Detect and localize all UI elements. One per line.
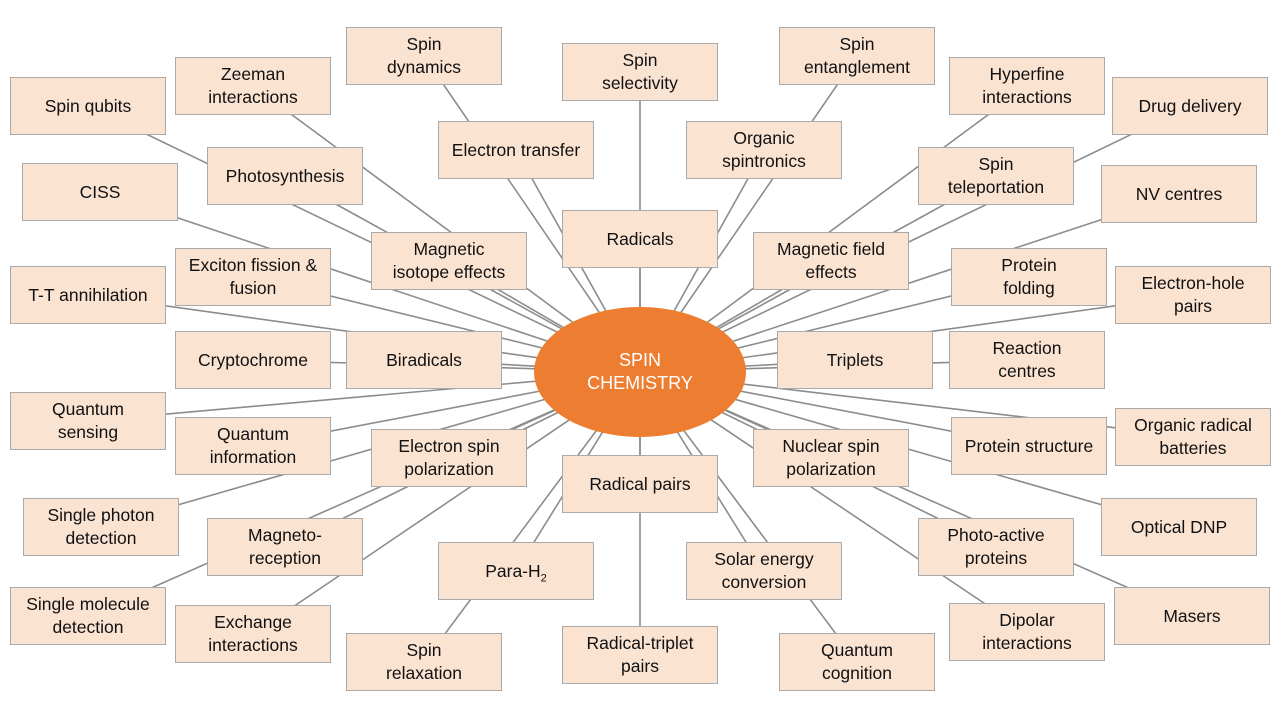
center-label: SPIN CHEMISTRY bbox=[587, 350, 693, 393]
topic-spin-entanglement: Spin entanglement bbox=[779, 27, 935, 85]
topic-organic-spintronics: Organic spintronics bbox=[686, 121, 842, 179]
topic-label: Spin selectivity bbox=[602, 50, 678, 93]
topic-nv-centres: NV centres bbox=[1101, 165, 1257, 223]
topic-spin-relaxation: Spin relaxation bbox=[346, 633, 502, 691]
topic-magnetic-isotope-effects: Magnetic isotope effects bbox=[371, 232, 527, 290]
topic-label: Quantum cognition bbox=[821, 640, 893, 683]
topic-label: Optical DNP bbox=[1130, 516, 1228, 537]
topic-magnetic-field-effects: Magnetic field effects bbox=[753, 232, 909, 290]
topic-label: Spin entanglement bbox=[803, 34, 911, 77]
topic-label-subscript: 2 bbox=[540, 572, 547, 584]
topic-biradicals: Biradicals bbox=[346, 331, 502, 389]
topic-protein-structure: Protein structure bbox=[951, 417, 1107, 475]
topic-label: Organic spintronics bbox=[722, 128, 806, 171]
topic-label: Quantum information bbox=[209, 424, 297, 467]
topic-spin-qubits: Spin qubits bbox=[10, 77, 166, 135]
topic-label: Organic radical batteries bbox=[1134, 415, 1252, 458]
topic-organic-radical-batteries: Organic radical batteries bbox=[1115, 408, 1271, 466]
topic-label: Para-H2 bbox=[485, 560, 547, 584]
topic-protein-folding: Protein folding bbox=[951, 248, 1107, 306]
topic-cryptochrome: Cryptochrome bbox=[175, 331, 331, 389]
topic-nuclear-spin-polarization: Nuclear spin polarization bbox=[753, 429, 909, 487]
connector-masers bbox=[639, 371, 1193, 617]
topic-label: Electron-hole pairs bbox=[1141, 273, 1245, 316]
topic-label: CISS bbox=[79, 181, 121, 202]
topic-spin-teleportation: Spin teleportation bbox=[918, 147, 1074, 205]
topic-label: Drug delivery bbox=[1138, 95, 1242, 116]
topic-label: Electron transfer bbox=[451, 139, 581, 160]
topic-label: Electron spin polarization bbox=[398, 436, 500, 479]
topic-label: NV centres bbox=[1135, 183, 1223, 204]
topic-label: Dipolar interactions bbox=[982, 610, 1072, 653]
topic-single-molecule-detection: Single molecule detection bbox=[10, 587, 166, 645]
topic-radical-triplet-pairs: Radical-triplet pairs bbox=[562, 626, 718, 684]
topic-solar-energy-conversion: Solar energy conversion bbox=[686, 542, 842, 600]
topic-label: T-T annihilation bbox=[28, 284, 148, 305]
topic-label: Radicals bbox=[606, 228, 674, 249]
topic-ciss: CISS bbox=[22, 163, 178, 221]
topic-label: Radical pairs bbox=[589, 473, 691, 494]
topic-label: Triplets bbox=[826, 349, 884, 370]
topic-zeeman-interactions: Zeeman interactions bbox=[175, 57, 331, 115]
topic-drug-delivery: Drug delivery bbox=[1112, 77, 1268, 135]
topic-label: Solar energy conversion bbox=[714, 549, 814, 592]
topic-electron-spin-polarization: Electron spin polarization bbox=[371, 429, 527, 487]
topic-label: Zeeman interactions bbox=[208, 64, 298, 107]
topic-quantum-sensing: Quantum sensing bbox=[10, 392, 166, 450]
topic-quantum-cognition: Quantum cognition bbox=[779, 633, 935, 691]
topic-label: Cryptochrome bbox=[198, 349, 308, 370]
connector-single-molecule-detection bbox=[87, 371, 641, 617]
topic-single-photon-detection: Single photon detection bbox=[23, 498, 179, 556]
connector-drug-delivery bbox=[639, 105, 1191, 373]
topic-photo-active-proteins: Photo-active proteins bbox=[918, 518, 1074, 576]
topic-label: Hyperfine interactions bbox=[982, 64, 1072, 107]
topic-label: Magneto- reception bbox=[248, 525, 322, 568]
topic-triplets: Triplets bbox=[777, 331, 933, 389]
topic-label: Photo-active proteins bbox=[947, 525, 1045, 568]
topic-spin-dynamics: Spin dynamics bbox=[346, 27, 502, 85]
topic-hyperfine-interactions: Hyperfine interactions bbox=[949, 57, 1105, 115]
topic-photosynthesis: Photosynthesis bbox=[207, 147, 363, 205]
topic-t-t-annihilation: T-T annihilation bbox=[10, 266, 166, 324]
connector-spin-qubits bbox=[87, 105, 641, 373]
topic-para-h2: Para-H2 bbox=[438, 542, 594, 600]
topic-label: Protein folding bbox=[1001, 255, 1057, 298]
topic-exchange-interactions: Exchange interactions bbox=[175, 605, 331, 663]
topic-masers: Masers bbox=[1114, 587, 1270, 645]
topic-electron-hole-pairs: Electron-hole pairs bbox=[1115, 266, 1271, 324]
topic-label: Reaction centres bbox=[992, 338, 1062, 381]
topic-label: Magnetic field effects bbox=[777, 239, 885, 282]
topic-magnetoreception: Magneto- reception bbox=[207, 518, 363, 576]
topic-optical-dnp: Optical DNP bbox=[1101, 498, 1257, 556]
topic-electron-transfer: Electron transfer bbox=[438, 121, 594, 179]
topic-reaction-centres: Reaction centres bbox=[949, 331, 1105, 389]
topic-label: Protein structure bbox=[964, 435, 1094, 456]
topic-label: Single molecule detection bbox=[26, 594, 150, 637]
topic-label: Quantum sensing bbox=[52, 399, 124, 442]
topic-label: Exciton fission & fusion bbox=[188, 255, 318, 298]
topic-label: Nuclear spin polarization bbox=[782, 436, 880, 479]
topic-label: Spin relaxation bbox=[386, 640, 462, 683]
topic-label: Photosynthesis bbox=[225, 165, 345, 186]
topic-label: Biradicals bbox=[386, 349, 462, 370]
topic-label: Spin teleportation bbox=[947, 154, 1045, 197]
topic-radical-pairs: Radical pairs bbox=[562, 455, 718, 513]
topic-radicals: Radicals bbox=[562, 210, 718, 268]
topic-label: Spin qubits bbox=[44, 95, 132, 116]
topic-spin-selectivity: Spin selectivity bbox=[562, 43, 718, 101]
topic-dipolar-interactions: Dipolar interactions bbox=[949, 603, 1105, 661]
topic-label: Exchange interactions bbox=[208, 612, 298, 655]
center-node: SPIN CHEMISTRY bbox=[534, 307, 746, 437]
topic-label: Single photon detection bbox=[47, 505, 155, 548]
topic-quantum-information: Quantum information bbox=[175, 417, 331, 475]
topic-label: Masers bbox=[1163, 605, 1221, 626]
topic-label: Magnetic isotope effects bbox=[392, 239, 506, 282]
topic-exciton-fission-fusion: Exciton fission & fusion bbox=[175, 248, 331, 306]
topic-label: Radical-triplet pairs bbox=[586, 633, 694, 676]
topic-label: Spin dynamics bbox=[387, 34, 461, 77]
